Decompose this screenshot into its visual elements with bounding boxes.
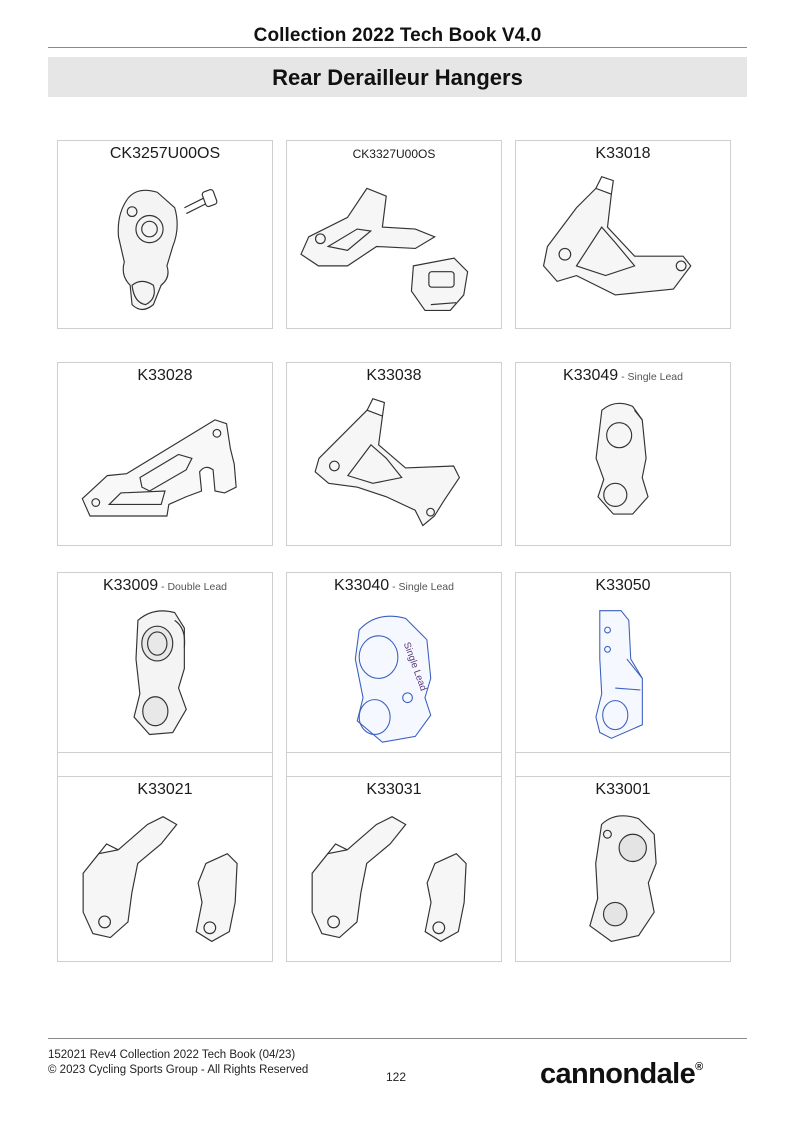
part-label: K33050 xyxy=(516,577,730,595)
part-code: CK3257U00OS xyxy=(109,145,221,162)
part-card-k33050: K33050 xyxy=(515,572,731,753)
hanger-drawing xyxy=(287,391,501,541)
document-title: Collection 2022 Tech Book V4.0 xyxy=(253,25,542,46)
footer-doc-ref: 152021 Rev4 Collection 2022 Tech Book (0… xyxy=(48,1049,296,1061)
part-code: K33040 xyxy=(334,577,390,594)
part-code: K33009 xyxy=(102,577,159,594)
part-note: - Double Lead xyxy=(158,581,228,593)
footer-copyright: © 2023 Cycling Sports Group - All Rights… xyxy=(48,1064,309,1076)
hanger-drawing xyxy=(287,805,501,957)
brand-logo: cannondale® xyxy=(540,1058,703,1091)
part-label: K33028 xyxy=(58,367,272,385)
brand-name: cannondale xyxy=(540,1058,696,1090)
part-code: K33031 xyxy=(366,781,422,798)
part-label: K33018 xyxy=(516,145,730,163)
part-card-ck3327u00os: CK3327U00OS xyxy=(286,140,502,329)
part-label: CK3257U00OS xyxy=(58,145,272,163)
hanger-drawing xyxy=(58,805,272,957)
part-card-k33021: K33021 xyxy=(57,776,273,962)
part-code: K33021 xyxy=(137,781,193,798)
part-note: - Single Lead xyxy=(389,581,454,593)
part-label: K33040 - Single Lead xyxy=(287,577,501,595)
part-code: K33028 xyxy=(137,367,193,384)
part-label: K33031 xyxy=(287,781,501,799)
hanger-drawing: Single Lead xyxy=(287,601,501,748)
part-card-k33009: K33009 - Double Lead xyxy=(57,572,273,753)
part-code: K33018 xyxy=(595,145,651,162)
hanger-drawing xyxy=(287,169,501,324)
hanger-drawing xyxy=(516,169,730,324)
part-code: K33001 xyxy=(595,781,651,798)
part-card-k33031: K33031 xyxy=(286,776,502,962)
footer-info: 152021 Rev4 Collection 2022 Tech Book (0… xyxy=(48,1048,308,1078)
part-label: K33021 xyxy=(58,781,272,799)
part-code: K33050 xyxy=(595,577,651,594)
blank-row-cell xyxy=(57,752,273,777)
hanger-drawing xyxy=(58,391,272,541)
registered-mark-icon: ® xyxy=(695,1061,703,1074)
part-code: K33038 xyxy=(366,367,422,384)
part-card-k33028: K33028 xyxy=(57,362,273,546)
part-label: K33001 xyxy=(516,781,730,799)
header-divider xyxy=(48,47,747,48)
hanger-drawing xyxy=(516,805,730,957)
part-card-k33038: K33038 xyxy=(286,362,502,546)
part-code: CK3327U00OS xyxy=(352,147,436,161)
part-card-k33001: K33001 xyxy=(515,776,731,962)
part-card-k33040: K33040 - Single Lead Single Lead xyxy=(286,572,502,753)
section-header: Rear Derailleur Hangers xyxy=(48,57,747,97)
part-label: CK3327U00OS xyxy=(287,147,501,161)
part-card-ck3257u00os: CK3257U00OS xyxy=(57,140,273,329)
part-card-k33049: K33049 - Single Lead xyxy=(515,362,731,546)
hanger-drawing xyxy=(58,169,272,324)
hanger-drawing xyxy=(58,601,272,748)
hanger-drawing xyxy=(516,601,730,748)
blank-row-cell xyxy=(515,752,731,777)
page-number: 122 xyxy=(386,1070,407,1084)
part-label: K33038 xyxy=(287,367,501,385)
part-label: K33049 - Single Lead xyxy=(516,367,730,385)
section-title: Rear Derailleur Hangers xyxy=(272,65,523,90)
part-card-k33018: K33018 xyxy=(515,140,731,329)
footer-divider xyxy=(48,1038,747,1039)
part-label: K33009 - Double Lead xyxy=(58,577,272,595)
hanger-drawing xyxy=(516,391,730,541)
blank-row-cell xyxy=(286,752,502,777)
part-note: - Single Lead xyxy=(618,371,683,383)
part-code: K33049 xyxy=(563,367,619,384)
